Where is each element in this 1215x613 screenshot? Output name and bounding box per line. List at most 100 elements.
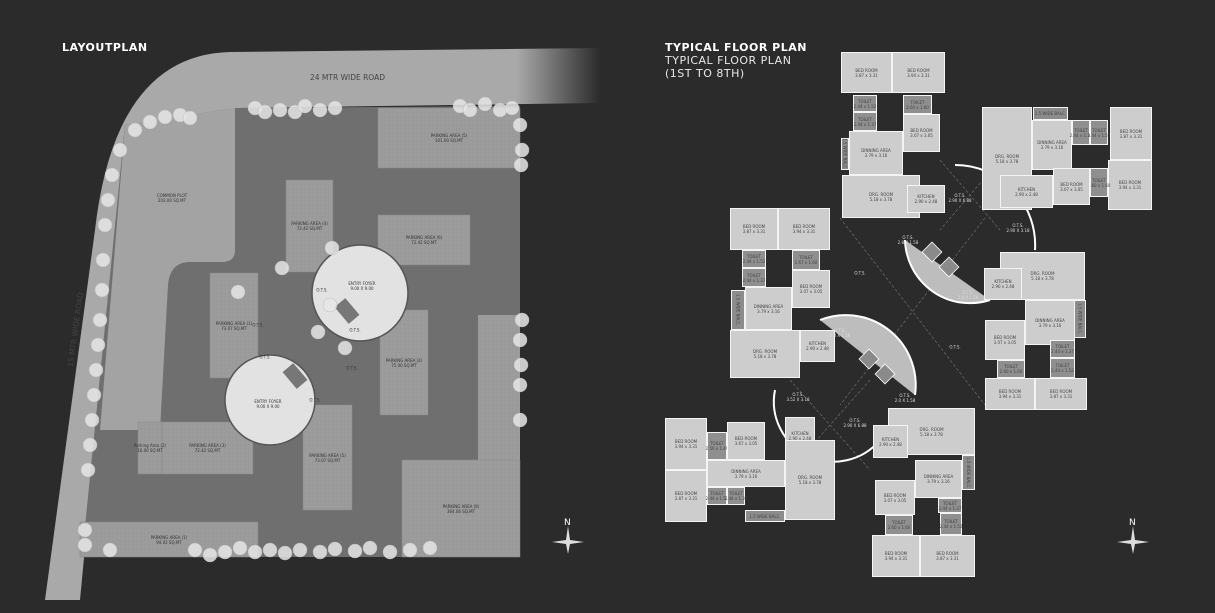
ots-label: O.T.S.2.90 X 6.88 [948, 193, 971, 203]
parking-name: PARKING AREA (2) [385, 357, 423, 363]
tree-icon [97, 217, 113, 233]
ots-name: O.T.S. [949, 344, 961, 350]
ots-size: 2.0 X 1.58 [957, 295, 979, 300]
ots-label: O.T.S.2.8 X 1.58 [898, 235, 919, 245]
room-size: 2.60 x 1.60 [1087, 182, 1111, 188]
ots-size: 2.0 X 1.58 [894, 398, 916, 403]
common-plot-label: COMMON PLOT 203.00 SQ.MT [157, 193, 187, 203]
room-name: BED ROOM [883, 492, 907, 498]
tree-icon [513, 157, 529, 173]
parking-area-value: 73.07 SQ.MT [314, 457, 341, 463]
room--wide-balc: 1.5 WIDE BALC. [731, 290, 745, 330]
tree-icon [202, 547, 218, 563]
tree-icon [512, 412, 528, 428]
tree-icon [100, 192, 116, 208]
room-name: TOILET [910, 99, 925, 105]
room-name: TOILET [858, 116, 872, 122]
ots-label: O.T.S. [854, 271, 865, 276]
common-plot [100, 108, 235, 430]
room-name: BED ROOM [936, 551, 959, 556]
tree-icon [84, 412, 100, 428]
room-size: 3.94 x 3.31 [792, 229, 816, 234]
room-name: TOILET [799, 255, 813, 260]
room-name: BED ROOM [907, 67, 930, 73]
room-size: 2.44 x 1.37 [853, 121, 877, 127]
room-size: 5.18 x 3.78 [753, 354, 777, 359]
tree-icon [382, 544, 398, 560]
room-size: 2.44 x 1.37 [724, 496, 748, 501]
tree-icon [127, 122, 143, 138]
ots-label: O.T.S.2.0 X 1.58 [895, 393, 916, 403]
tree-icon [292, 542, 308, 558]
foyer-name: ENTRY FOYER [254, 399, 282, 404]
tree-icon [322, 297, 338, 313]
room-size: 3.94 x 3.31 [674, 444, 698, 449]
tree-icon [232, 540, 248, 556]
ots-size: 2.90 X 3.18 [1006, 228, 1030, 233]
room-size: 5.18 x 3.78 [798, 480, 822, 485]
layout-plan-title: LAYOUTPLAN [62, 41, 148, 54]
room-name: TOILET [747, 272, 761, 278]
room-name: 1.5 WIDE BALC. [1034, 111, 1067, 116]
room-size: 2.90 x 2.48 [914, 199, 938, 204]
room-name: TOILET [1055, 344, 1070, 349]
room-name: BED ROOM [998, 389, 1022, 394]
parking-area [401, 459, 521, 558]
tree-icon [277, 545, 293, 561]
ots-name: O.T.S. [849, 418, 861, 423]
ots-label: O.T.S.2.0 X 1.58 [958, 290, 979, 300]
parking-name: PARKING AREA (9) [442, 503, 480, 509]
parking-label: PARKING AREA (1)94.02 SQ.MT [151, 535, 188, 545]
room-size: 3.07 x 3.05 [799, 289, 823, 294]
room-size: 2.50 x 1.49 [705, 446, 729, 451]
north-arrow-icon [552, 526, 584, 554]
room-name: 1.5 WIDE BALC. [1077, 303, 1083, 335]
room-name: DINNING AREA [923, 474, 954, 479]
room-name: 1.5 WIDE BALC. [749, 513, 781, 519]
foyer-size: 9.00 X 9.00 [350, 286, 374, 291]
room-size: 5.18 x 3.78 [1031, 276, 1054, 281]
ots-label: O.T.S. [309, 397, 321, 403]
room-name: 1.5 WIDE BALC. [966, 456, 971, 489]
room-name: KITCHEN [917, 194, 935, 199]
room-size: 2.60 x 1.60 [906, 104, 929, 110]
ots-label: O.T.S.2.90 X 6.88 [843, 418, 866, 428]
parking-label: PARKING AREA (1)73.07 SQ.MT [216, 321, 253, 331]
parking-name: PARKING AREA (1) [150, 534, 188, 540]
tree-icon [337, 340, 353, 356]
room-name: DRG. ROOM [1030, 271, 1055, 276]
parking-area-value: 16.00 SQ.MT [137, 448, 163, 453]
parking-area [302, 404, 353, 511]
room-size: 3.87 x 3.31 [1119, 133, 1143, 139]
room-size: 2.90 x 2.48 [788, 436, 812, 441]
room-name: TOILET [944, 519, 958, 524]
parking-label: PARKING AREA (5)73.07 SQ.MT [309, 453, 346, 463]
tree-icon [157, 109, 173, 125]
room-name: BED ROOM [799, 284, 823, 289]
parking-area-value: 364.06 SQ.MT [446, 508, 476, 514]
room-size: 2.90 x 2.48 [806, 346, 829, 351]
tree-icon [77, 522, 93, 538]
room-name: BED ROOM [792, 224, 816, 229]
tree-icon [86, 387, 102, 403]
room-size: 2.90 x 2.48 [991, 284, 1015, 289]
parking-area-value: 72.42 SQ.MT [296, 226, 323, 231]
room-name: KITCHEN [808, 341, 827, 346]
room-size: 2.44 x 1.37 [938, 505, 962, 511]
room-name: DRG. ROOM [752, 349, 778, 354]
parking-area [377, 214, 471, 266]
tree-icon [324, 240, 340, 256]
parking-area [377, 107, 521, 169]
